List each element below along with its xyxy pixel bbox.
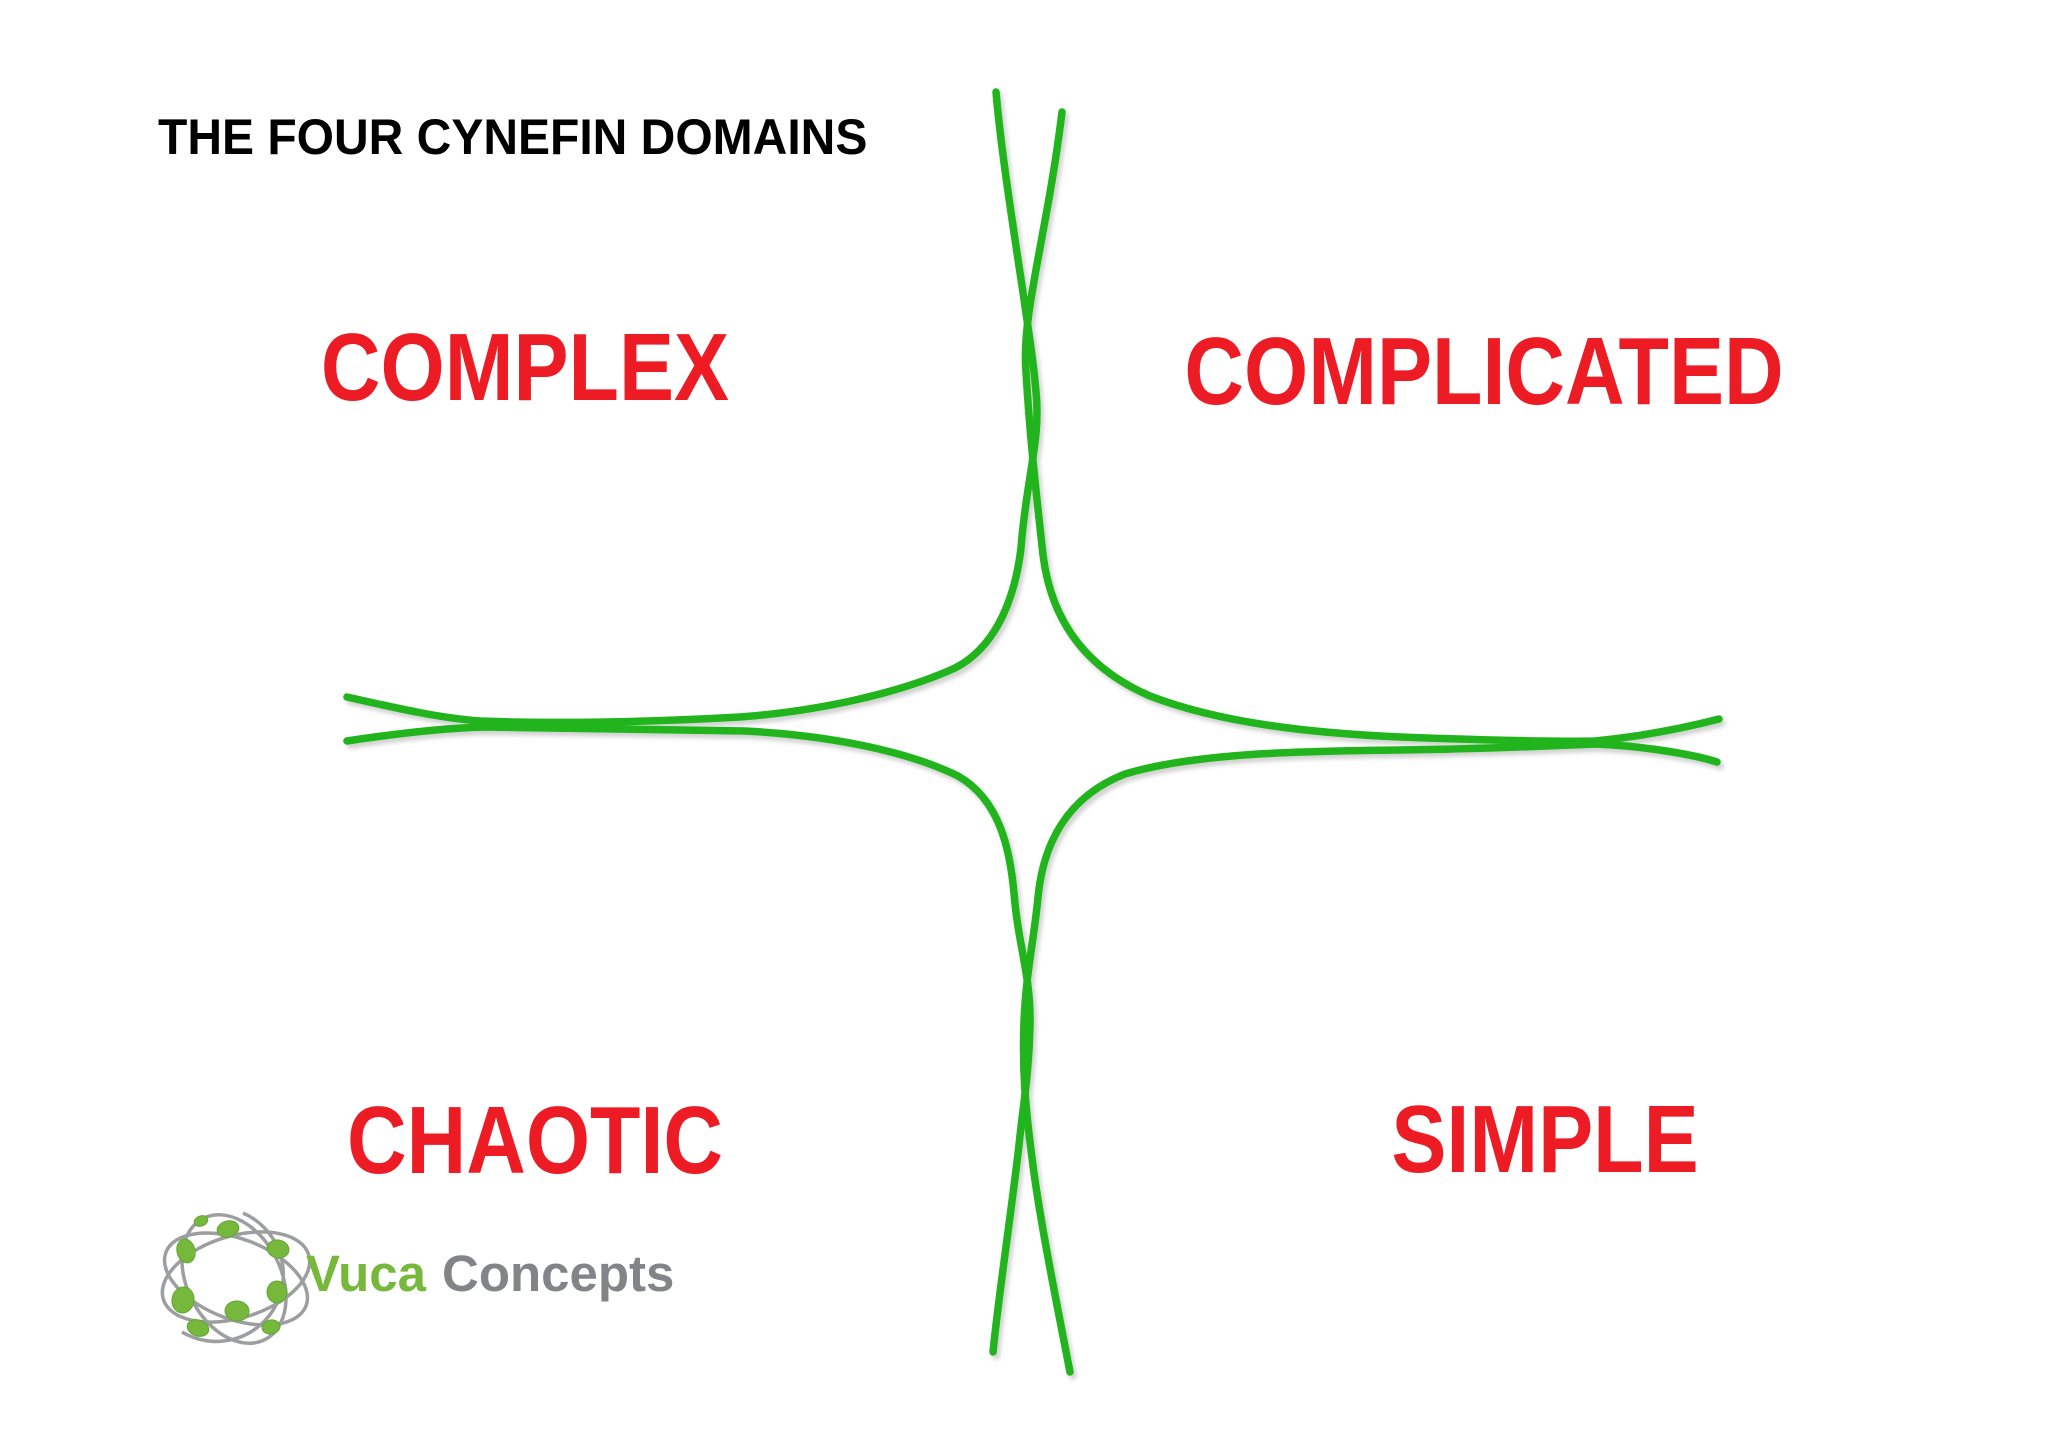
divider-curve-upper-left bbox=[343, 88, 1041, 727]
vuca-concepts-wordmark: Vuca Concepts bbox=[306, 1245, 675, 1302]
divider-curve-lower-right bbox=[1019, 740, 1721, 1376]
logo-brand-primary: Vuca bbox=[306, 1245, 427, 1302]
vuca-globe-icon bbox=[160, 1211, 312, 1345]
quadrant-label-chaotic: CHAOTIC bbox=[346, 1087, 724, 1194]
quadrant-label-simple: SIMPLE bbox=[1391, 1086, 1699, 1193]
cynefin-divider-lines bbox=[343, 88, 1723, 1376]
divider-curve-lower-left bbox=[343, 723, 1034, 1356]
quadrant-label-complex: COMPLEX bbox=[320, 314, 730, 421]
page-title: THE FOUR CYNEFIN DOMAINS bbox=[158, 109, 868, 165]
quadrant-label-complicated: COMPLICATED bbox=[1184, 318, 1784, 425]
logo-brand-secondary: Concepts bbox=[442, 1245, 675, 1302]
